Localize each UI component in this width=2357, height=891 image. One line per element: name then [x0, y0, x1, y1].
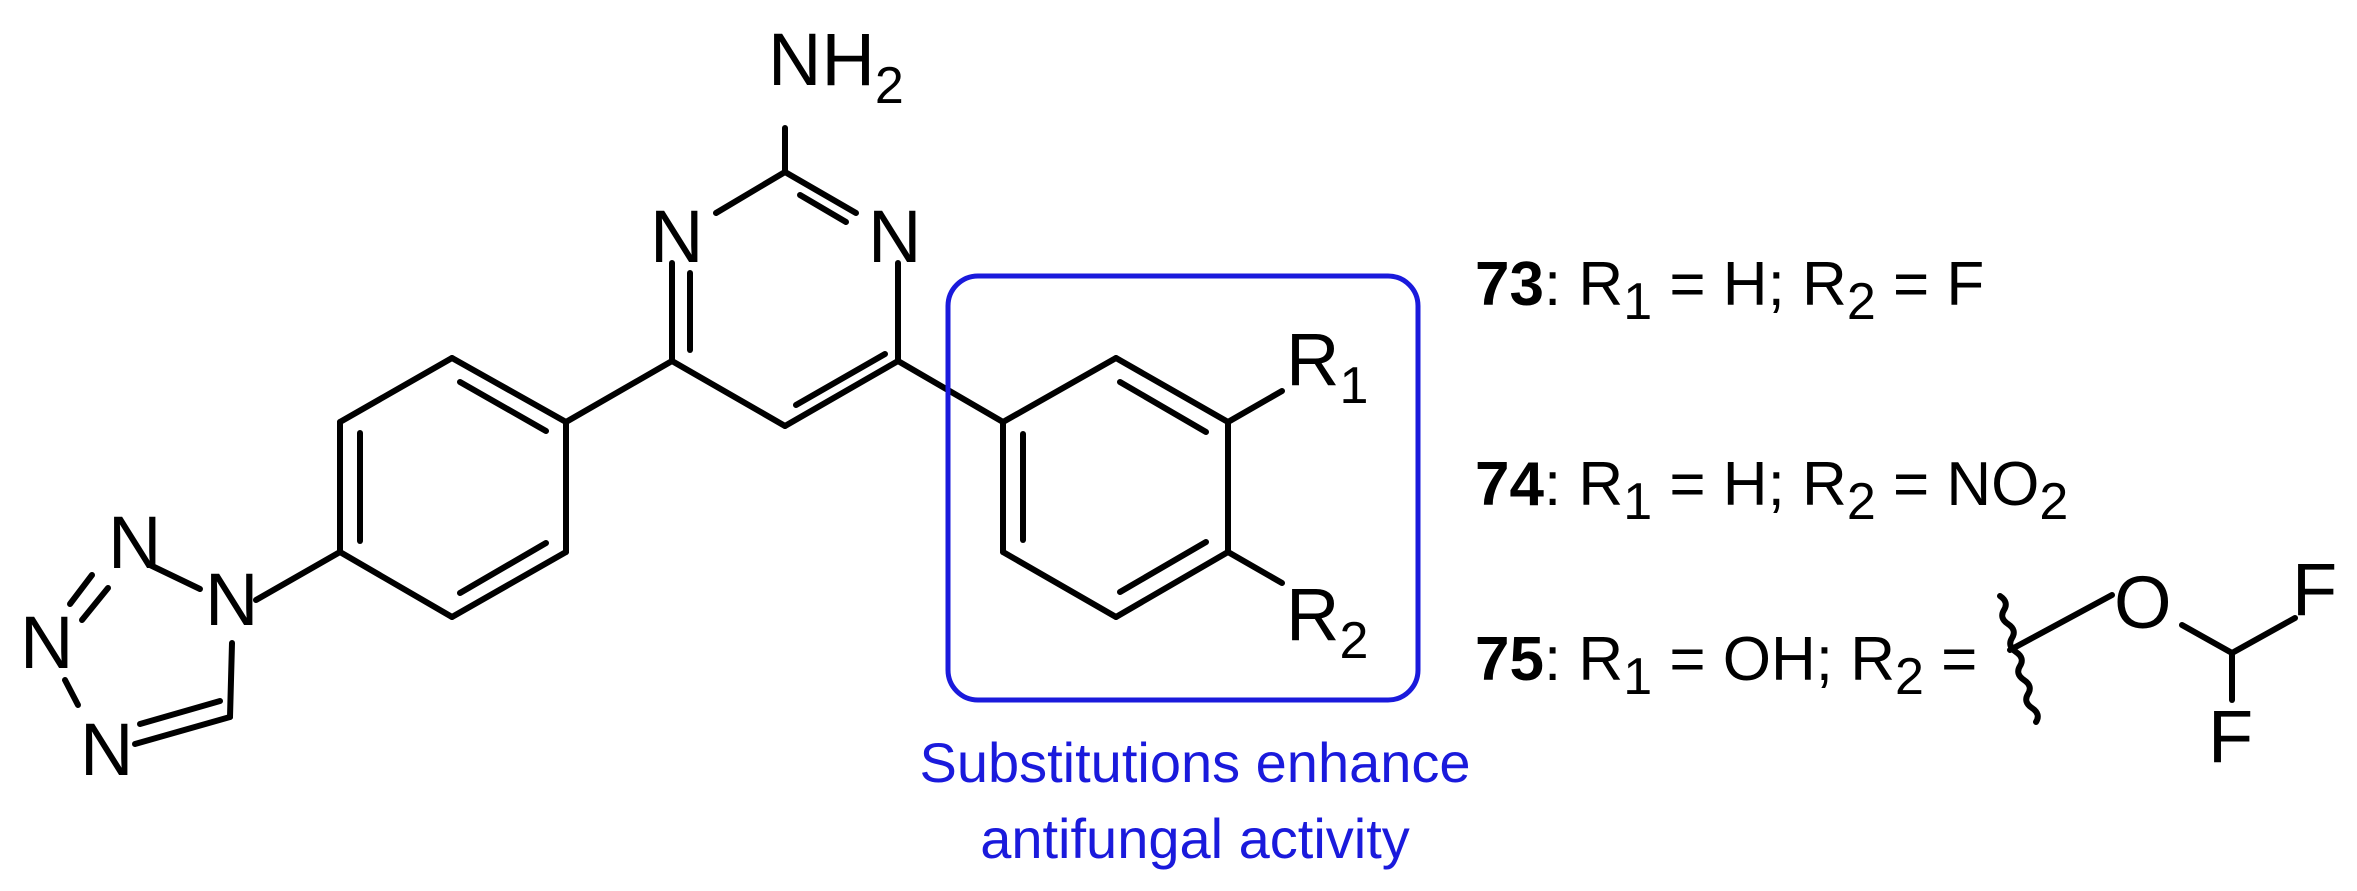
- pyrimidine-ring: [669, 125, 901, 429]
- compound-74-line: 74: R1 = H; R2 = NO2: [1475, 450, 2068, 531]
- highlight-box: [945, 273, 1421, 703]
- r1-label: R1: [1286, 318, 1368, 415]
- left-phenyl-ring: [253, 355, 675, 620]
- tetrazole-ring: [62, 562, 235, 747]
- tetrazole-n-left: N: [20, 601, 73, 684]
- pyrimidine-n-right: N: [868, 195, 921, 278]
- wavy-attachment-bond: [1997, 593, 2041, 725]
- tetrazole-n-bottom: N: [80, 708, 133, 791]
- right-phenyl-ring: [895, 355, 1285, 620]
- oxygen-label: O: [2114, 561, 2172, 644]
- fluorine-bottom-label: F: [2208, 695, 2253, 778]
- pyrimidine-n-left: N: [650, 195, 703, 278]
- compound-75-line: 75: R1 = OH; R2 =: [1475, 625, 1977, 706]
- amine-label: NH2: [768, 18, 904, 115]
- tetrazole-n-substituted: N: [205, 558, 258, 641]
- r2-label: R2: [1286, 573, 1368, 670]
- annotation-line-1: Substitutions enhance: [919, 731, 1470, 794]
- difluoromethoxy-fragment: O F F: [1997, 548, 2337, 778]
- fluorine-top-label: F: [2292, 548, 2337, 631]
- tetrazole-n-top: N: [108, 501, 161, 584]
- compound-73-line: 73: R1 = H; R2 = F: [1475, 250, 1984, 331]
- annotation-line-2: antifungal activity: [980, 807, 1410, 870]
